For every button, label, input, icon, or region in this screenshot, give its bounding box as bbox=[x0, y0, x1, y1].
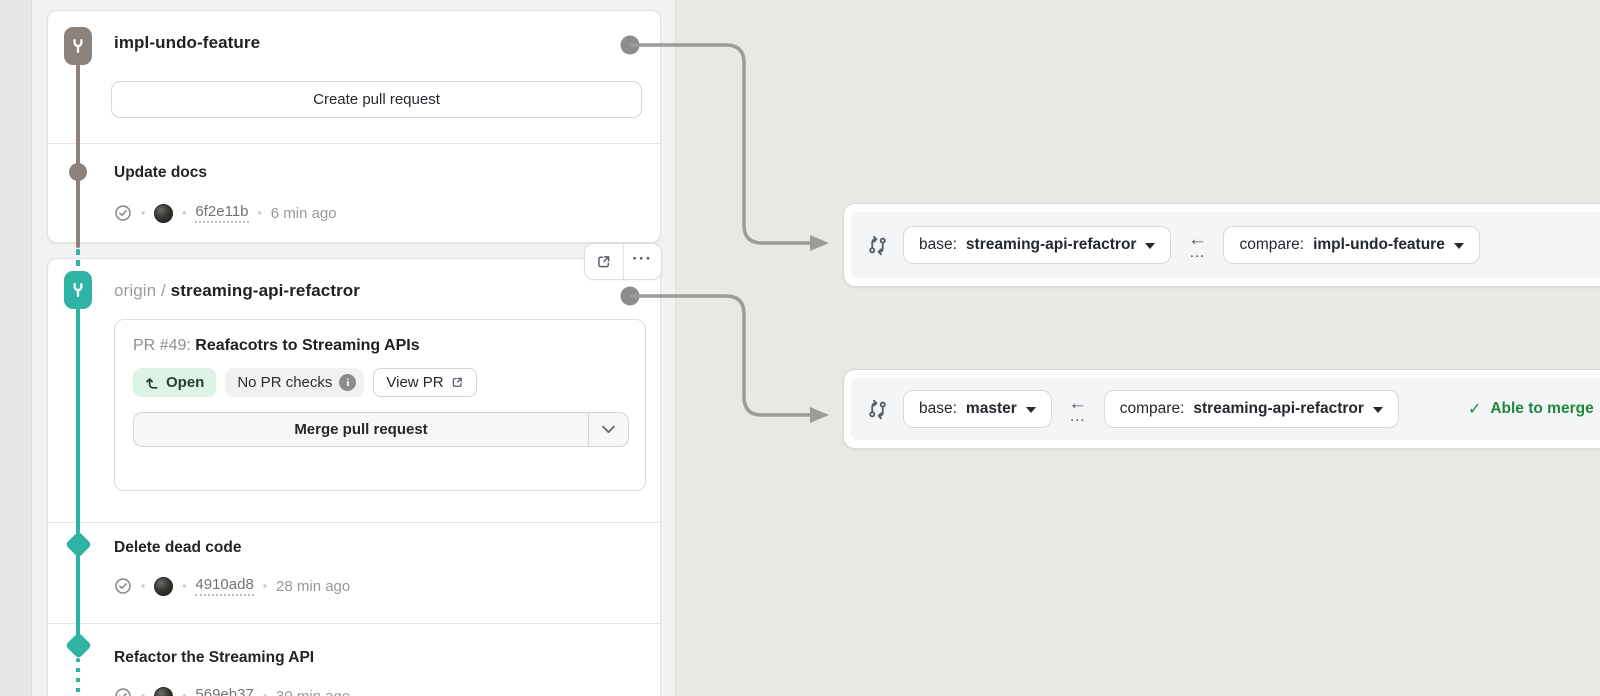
base-branch-dropdown[interactable]: base: master bbox=[903, 390, 1052, 428]
compare-toolbar: base: streaming-api-refactror ← … compar… bbox=[851, 212, 1600, 278]
info-icon[interactable]: i bbox=[339, 374, 357, 391]
git-compare-icon bbox=[869, 235, 886, 255]
view-pr-label: View PR bbox=[386, 374, 444, 391]
compare-direction: ← … bbox=[1067, 393, 1089, 425]
compare-toolbar: base: master ← … compare: streaming-api-… bbox=[851, 378, 1600, 440]
external-link-icon bbox=[452, 377, 462, 387]
base-value: streaming-api-refactror bbox=[965, 236, 1137, 253]
pr-checks-label: No PR checks bbox=[237, 374, 333, 391]
merge-options-button[interactable] bbox=[588, 413, 628, 446]
overflow-dots: … bbox=[1069, 408, 1087, 425]
separator-dot: • bbox=[182, 206, 187, 220]
commit-title[interactable]: Delete dead code bbox=[114, 539, 242, 556]
compare-label: compare: bbox=[1239, 236, 1305, 253]
base-branch-dropdown[interactable]: base: streaming-api-refactror bbox=[903, 226, 1172, 264]
commit-title[interactable]: Refactor the Streaming API bbox=[114, 649, 315, 666]
graph-gutter bbox=[0, 0, 32, 696]
separator-dot: • bbox=[141, 689, 146, 696]
commit-meta-row: • • 6f2e11b • 6 min ago bbox=[114, 202, 337, 224]
caret-down-icon bbox=[1145, 242, 1156, 249]
merge-status-label: Able to merge bbox=[1490, 400, 1594, 417]
commit-meta-row: • • 569eb37 • 30 min ago bbox=[114, 685, 350, 696]
compare-branch-dropdown[interactable]: compare: streaming-api-refactror bbox=[1103, 390, 1399, 428]
separator-dot: • bbox=[141, 579, 146, 593]
compare-label: compare: bbox=[1119, 400, 1185, 417]
open-external-button[interactable] bbox=[585, 244, 624, 279]
caret-down-icon bbox=[1372, 406, 1383, 413]
branch-card-impl-undo-feature: impl-undo-feature Create pull request Up… bbox=[47, 10, 661, 243]
pr-status-badge: Open bbox=[133, 368, 217, 397]
arrowhead bbox=[810, 235, 829, 251]
check-icon: ✓ bbox=[1467, 401, 1482, 418]
arrowhead bbox=[810, 407, 829, 423]
author-avatar bbox=[154, 576, 174, 596]
external-link-icon bbox=[597, 255, 610, 267]
branch-card-streaming-api-refactror: ··· origin / streaming-api-refactror PR … bbox=[47, 243, 662, 696]
author-avatar bbox=[154, 686, 174, 696]
pr-status-label: Open bbox=[166, 374, 205, 391]
pr-badge-row: Open No PR checks i View PR bbox=[133, 368, 627, 397]
branch-title: origin / streaming-api-refactror bbox=[114, 281, 360, 301]
merge-pull-request-button[interactable]: Merge pull request bbox=[134, 413, 588, 446]
separator-dot: • bbox=[262, 579, 268, 593]
merge-status: ✓ Able to merge bbox=[1468, 399, 1594, 419]
separator-dot: • bbox=[262, 689, 268, 696]
compare-value: impl-undo-feature bbox=[1313, 236, 1445, 253]
more-options-button[interactable]: ··· bbox=[623, 244, 661, 279]
separator-dot: • bbox=[182, 579, 187, 593]
ellipsis-icon: ··· bbox=[632, 248, 653, 268]
git-compare-icon bbox=[869, 399, 886, 419]
pr-open-icon bbox=[146, 377, 158, 389]
branch-name: streaming-api-refactror bbox=[170, 281, 361, 300]
branch-name: impl-undo-feature bbox=[114, 33, 261, 52]
pr-title: Reafacotrs to Streaming APIs bbox=[195, 337, 420, 354]
divider bbox=[48, 623, 660, 624]
commit-title[interactable]: Update docs bbox=[114, 164, 208, 181]
compare-bar-2: base: master ← … compare: streaming-api-… bbox=[843, 369, 1600, 449]
check-circle-icon bbox=[115, 205, 131, 221]
caret-down-icon bbox=[1025, 406, 1036, 413]
compare-branch-dropdown[interactable]: compare: impl-undo-feature bbox=[1223, 226, 1480, 264]
author-avatar bbox=[154, 203, 174, 223]
commit-meta-row: • • 4910ad8 • 28 min ago bbox=[114, 575, 350, 597]
arrow-left-icon: ← bbox=[1068, 393, 1088, 414]
pull-request-box: PR #49: Reafacotrs to Streaming APIs Ope… bbox=[114, 319, 646, 491]
card-hover-toolbar: ··· bbox=[584, 243, 662, 280]
compare-value: streaming-api-refactror bbox=[1193, 400, 1364, 417]
commit-hash-link[interactable]: 569eb37 bbox=[195, 686, 253, 696]
caret-down-icon bbox=[1453, 242, 1464, 249]
base-label: base: bbox=[919, 236, 957, 253]
commit-hash-link[interactable]: 4910ad8 bbox=[195, 576, 254, 596]
create-pull-request-button[interactable]: Create pull request bbox=[111, 81, 642, 118]
base-label: base: bbox=[919, 400, 957, 417]
branch-title: impl-undo-feature bbox=[114, 33, 260, 53]
merge-split-button: Merge pull request bbox=[133, 412, 629, 447]
pr-number: PR #49: bbox=[133, 337, 191, 354]
compare-bar-1: base: streaming-api-refactror ← … compar… bbox=[843, 203, 1600, 287]
separator-dot: • bbox=[141, 206, 146, 220]
separator-dot: • bbox=[257, 206, 262, 220]
remote-prefix: origin / bbox=[114, 281, 166, 300]
commit-time: 6 min ago bbox=[270, 204, 337, 222]
overflow-dots: … bbox=[1188, 244, 1206, 261]
base-value: master bbox=[965, 400, 1017, 417]
pr-title-row: PR #49: Reafacotrs to Streaming APIs bbox=[133, 337, 627, 355]
pr-checks-badge: No PR checks i bbox=[225, 368, 365, 397]
arrow-left-icon: ← bbox=[1187, 229, 1207, 250]
compare-direction: ← … bbox=[1186, 229, 1208, 261]
check-circle-icon bbox=[115, 688, 131, 696]
view-pr-button[interactable]: View PR bbox=[373, 368, 477, 397]
separator-dot: • bbox=[182, 689, 187, 696]
divider bbox=[48, 143, 660, 144]
check-circle-icon bbox=[115, 578, 131, 594]
commit-time: 30 min ago bbox=[276, 687, 351, 696]
chevron-down-icon bbox=[602, 425, 615, 434]
commit-time: 28 min ago bbox=[276, 577, 351, 595]
divider bbox=[48, 522, 660, 523]
commit-hash-link[interactable]: 6f2e11b bbox=[195, 203, 249, 223]
